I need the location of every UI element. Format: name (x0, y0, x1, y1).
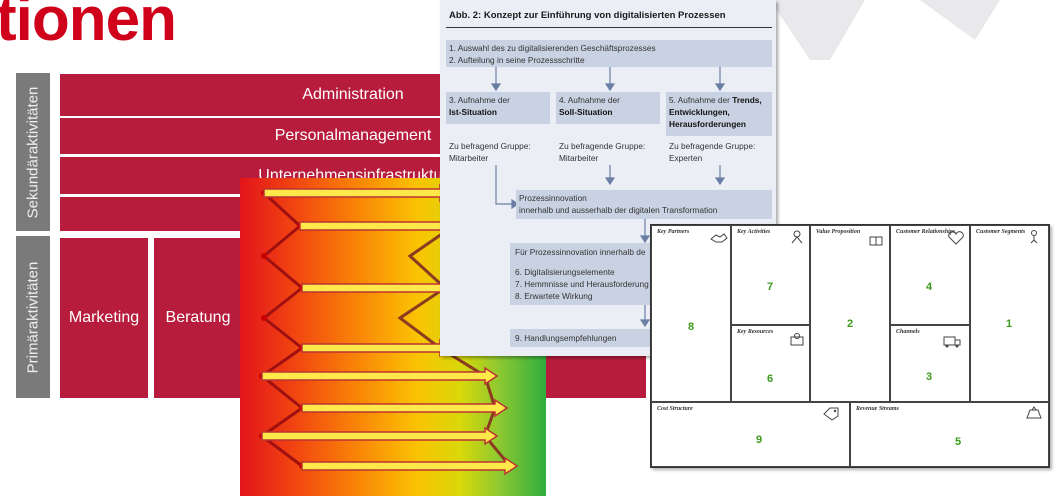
truck-icon (943, 336, 961, 348)
doc-col3-text: Zu befragende Gruppe:Experten (669, 141, 756, 163)
person-icon (1030, 230, 1038, 244)
canvas-channels: Channels 3 (890, 325, 970, 402)
doc-col1-text: Zu befragend Gruppe:Mitarbeiter (449, 141, 531, 163)
canvas-cost-structure: Cost Structure 9 (651, 402, 850, 467)
process-arrows-graphic (259, 183, 519, 476)
money-bag-icon (1026, 406, 1042, 419)
business-model-canvas: Key Partners 8 Key Activities 7 Key Reso… (650, 224, 1050, 468)
concept-document: Abb. 2: Konzept zur Einführung von digit… (440, 0, 776, 356)
canvas-customer-segments: Customer Segments 1 (970, 225, 1049, 402)
doc-col3-header: 5. Aufnahme der Trends,Entwicklungen,Her… (666, 92, 772, 136)
handshake-icon (710, 233, 728, 243)
doc-step-1-2: 1. Auswahl des zu digitalisierenden Gesc… (446, 40, 772, 67)
activities-icon (791, 230, 803, 244)
gift-icon (869, 236, 883, 246)
canvas-revenue-streams: Revenue Streams 5 (850, 402, 1049, 467)
primary-cell-marketing: Marketing (60, 238, 148, 398)
secondary-activities-label: Sekundäraktivitäten (16, 73, 50, 231)
decorative-shape (770, 0, 1000, 60)
doc-arrows (490, 67, 726, 328)
process-gradient-panel (240, 178, 546, 496)
canvas-value-proposition: Value Proposition 2 (810, 225, 890, 402)
price-tag-icon (823, 407, 839, 421)
primary-activities-label: Primäraktivitäten (16, 236, 50, 398)
resources-icon (790, 333, 804, 346)
canvas-key-partners: Key Partners 8 (651, 225, 731, 402)
doc-col2-text: Zu befragende Gruppe:Mitarbeiter (559, 141, 646, 163)
canvas-key-resources: Key Resources 6 (731, 325, 810, 402)
doc-heading: Abb. 2: Konzept zur Einführung von digit… (449, 10, 726, 21)
canvas-key-activities: Key Activities 7 (731, 225, 810, 325)
heart-icon (948, 231, 964, 245)
primary-cell-beratung: Beratung (154, 238, 242, 398)
page-title: tionen (0, 0, 177, 54)
doc-rule (446, 27, 772, 28)
canvas-customer-relationships: Customer Relationships 4 (890, 225, 970, 325)
